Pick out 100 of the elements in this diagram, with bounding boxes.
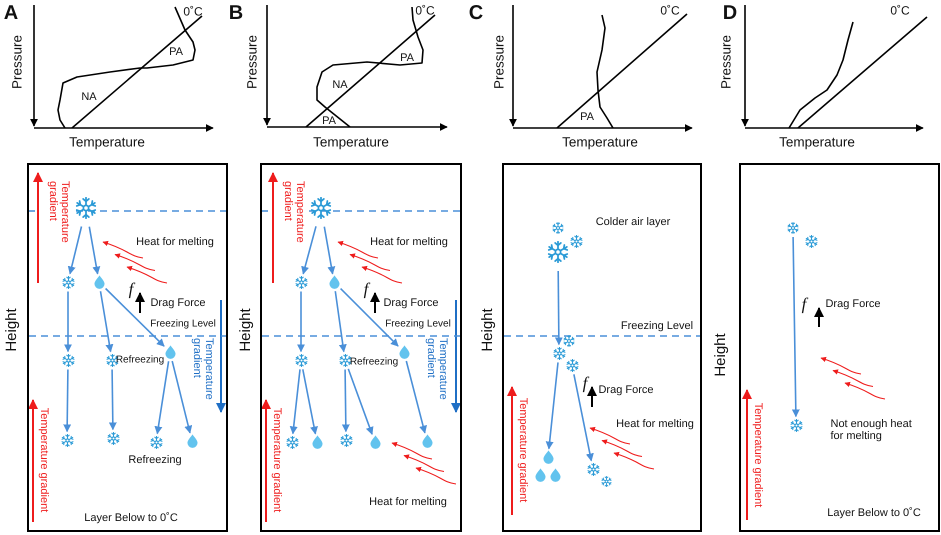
area-label: NA xyxy=(81,90,97,104)
axis-title: Pressure xyxy=(246,34,260,90)
area-label: PA xyxy=(580,110,594,124)
arrow-label: Temperature gradient xyxy=(752,402,764,508)
water-drop-icon xyxy=(542,450,554,464)
annotation: Freezing Level xyxy=(385,318,451,330)
water-drop-icon xyxy=(370,435,380,449)
snowflake-icon xyxy=(563,335,575,347)
water-drop-icon xyxy=(186,434,198,448)
snowflake-icon xyxy=(340,434,352,446)
arrow xyxy=(348,368,374,435)
panel-frame xyxy=(260,163,462,532)
arrow xyxy=(340,288,399,347)
force-symbol: f xyxy=(128,280,134,300)
axis-title: Height xyxy=(480,308,496,352)
panel-frame xyxy=(739,163,940,532)
arrow xyxy=(334,291,347,352)
snowflake-icon xyxy=(286,436,298,448)
annotation: Heat for melting xyxy=(136,236,214,248)
annotation: Refreezing xyxy=(116,354,164,366)
annotation: Drag Force xyxy=(598,384,654,396)
snowflake-icon xyxy=(75,197,97,219)
arrow xyxy=(68,226,82,274)
arrow xyxy=(290,369,301,434)
snowflake-icon xyxy=(310,197,332,219)
arrow xyxy=(302,369,318,435)
arrow-label: Temperature gradient xyxy=(46,181,72,243)
water-drop-icon xyxy=(94,275,104,289)
panel-letter: A xyxy=(4,2,18,24)
arrow xyxy=(88,226,100,275)
arrow xyxy=(406,360,427,434)
panel-frame xyxy=(27,163,228,532)
snowflake-icon xyxy=(547,241,569,263)
snowflake-icon xyxy=(294,276,308,288)
arrow xyxy=(546,362,559,450)
arrow xyxy=(171,360,192,434)
snowflake-icon xyxy=(294,354,308,366)
axis-title: Temperature xyxy=(313,136,389,150)
panel-frame xyxy=(502,163,702,532)
axis-title: Pressure xyxy=(10,34,26,90)
snowflake-icon xyxy=(106,432,120,444)
arrow-label: Temperature gradient xyxy=(38,408,50,512)
axis-title: Height xyxy=(238,308,254,352)
arrow xyxy=(100,291,114,352)
axis-title: Pressure xyxy=(720,34,734,90)
axis-title: Temperature xyxy=(779,136,855,150)
force-symbol: f xyxy=(582,374,588,394)
annotation: Not enough heat for melting xyxy=(830,418,913,442)
snowflake-icon xyxy=(338,354,352,366)
arrow xyxy=(64,292,72,352)
arrow xyxy=(105,288,165,347)
snowflake-icon xyxy=(586,462,600,476)
panel-letter: C xyxy=(468,2,484,24)
water-drop-icon xyxy=(550,468,560,482)
snowflake-icon xyxy=(787,222,799,234)
isotherm-label: 0˚C xyxy=(183,5,203,19)
snowflake-icon xyxy=(566,358,578,372)
snowflake-icon xyxy=(552,222,564,234)
water-drop-icon xyxy=(328,275,340,289)
snowflake-icon xyxy=(804,234,818,248)
water-drop-icon xyxy=(312,435,322,449)
axis-title: Temperature xyxy=(562,136,638,150)
annotation: Layer Below to 0˚C xyxy=(84,512,178,524)
snowflake-icon xyxy=(62,276,74,288)
snowflake-icon xyxy=(790,418,802,432)
snowflake-icon xyxy=(150,436,162,448)
arrow xyxy=(342,369,350,432)
arrow-label: Temperature gradient xyxy=(516,398,530,502)
annotation: Heat for melting xyxy=(370,236,448,248)
arrow xyxy=(297,292,305,352)
arrow xyxy=(154,361,170,434)
axis-title: Height xyxy=(712,333,730,377)
arrow xyxy=(792,236,800,418)
snowflake-icon xyxy=(62,354,74,366)
axis-title: Temperature xyxy=(69,136,145,150)
water-drop-icon xyxy=(398,345,410,359)
arrow xyxy=(554,271,563,346)
annotation: Drag Force xyxy=(825,298,881,310)
arrow xyxy=(108,369,117,430)
annotation: Drag Force xyxy=(150,296,206,310)
water-drop-icon xyxy=(534,468,546,482)
annotation: Freezing Level xyxy=(150,318,216,330)
water-drop-icon xyxy=(422,434,432,448)
arrow xyxy=(301,226,317,275)
annotation: Colder air layer xyxy=(596,216,670,228)
area-label: PA xyxy=(169,46,183,58)
annotation: Drag Force xyxy=(383,296,439,310)
panel-letter: B xyxy=(228,2,244,24)
annotation: Heat for melting xyxy=(369,496,447,508)
isotherm-label: 0˚C xyxy=(890,4,910,18)
annotation: Refreezing xyxy=(128,454,182,466)
annotation: Heat for melting xyxy=(616,418,694,430)
axis-title: Pressure xyxy=(492,34,508,90)
annotation: Refreezing xyxy=(350,356,398,368)
arrow xyxy=(63,369,72,432)
annotation: Layer Below to 0˚C xyxy=(827,506,921,520)
snowflake-icon xyxy=(600,476,612,486)
snowflake-icon xyxy=(106,354,118,366)
snowflake-icon xyxy=(552,346,566,360)
arrow xyxy=(324,226,336,275)
